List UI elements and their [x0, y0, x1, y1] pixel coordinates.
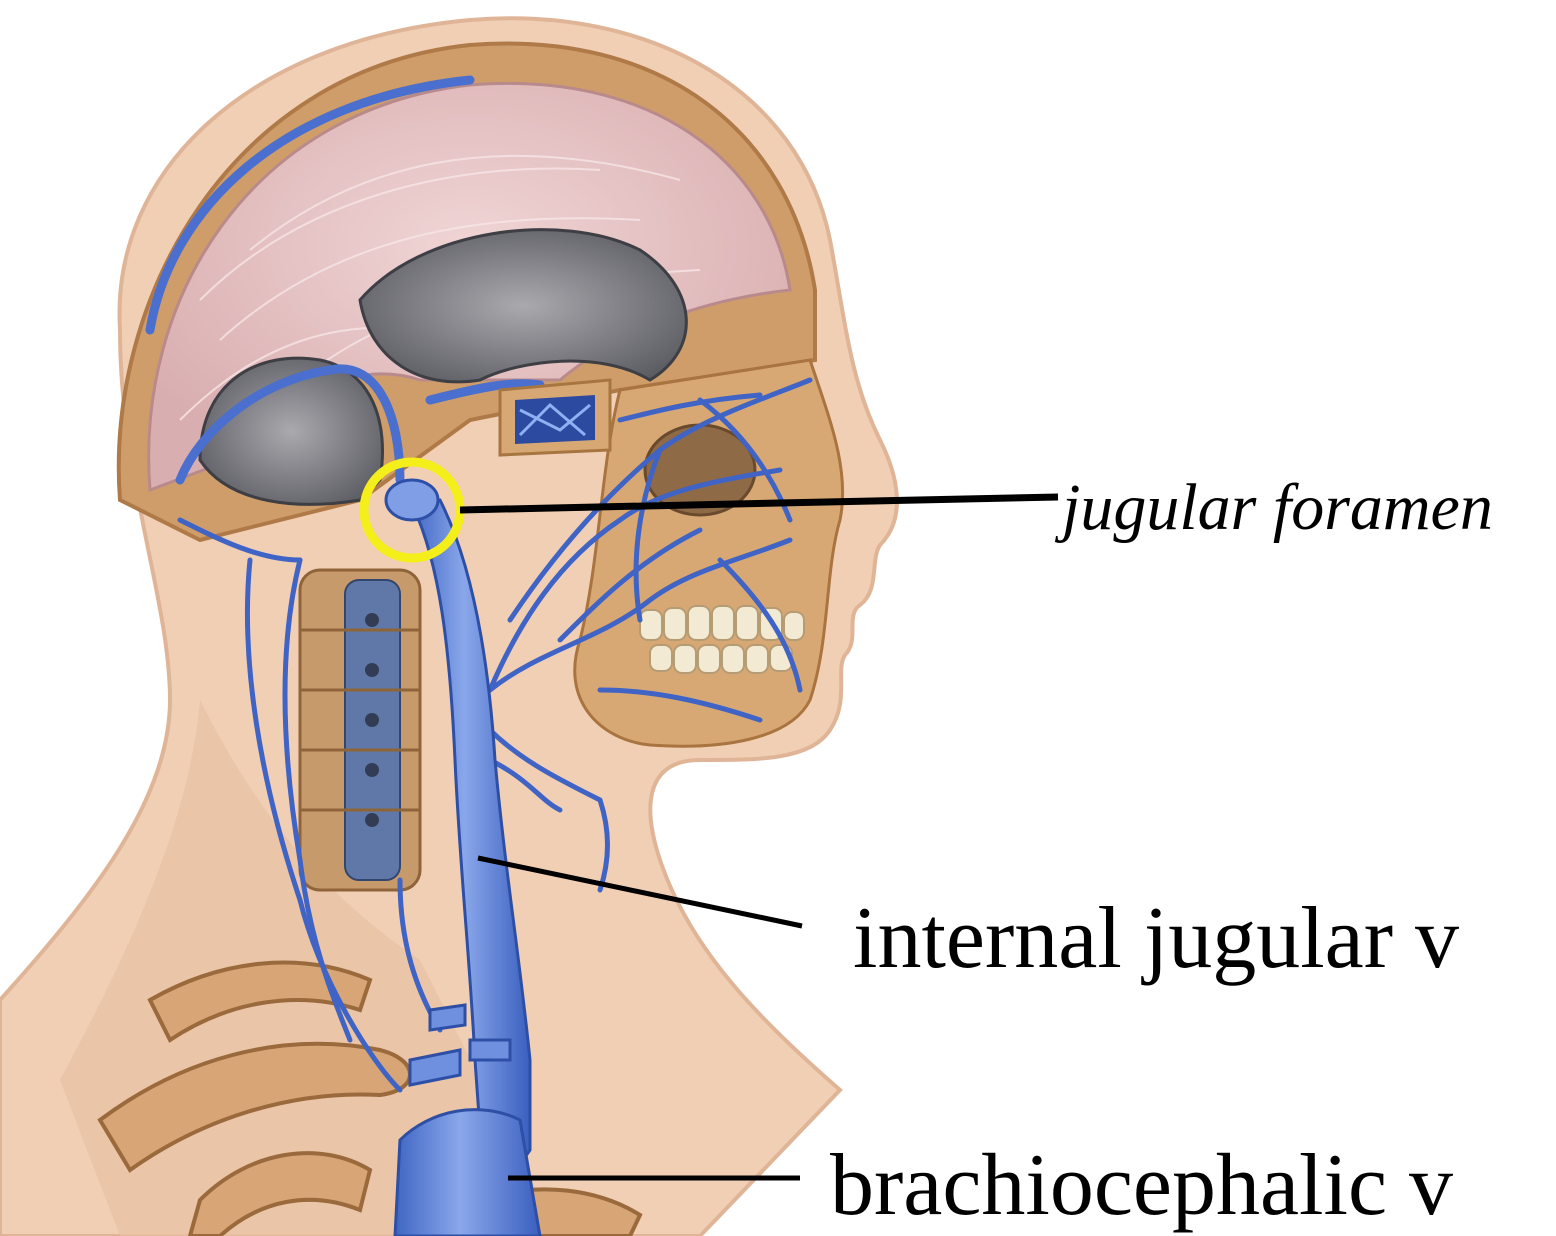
posterior-fossa — [198, 356, 384, 506]
label-jugular-foramen: jugular foramen — [1062, 471, 1493, 544]
label-brachiocephalic-vein: brachiocephalic v — [830, 1137, 1454, 1234]
leader-line-jugular-foramen — [459, 493, 1059, 514]
cranial-cavity-upper — [358, 228, 688, 384]
cervical-spine — [298, 568, 422, 892]
vein-stubs — [408, 1003, 512, 1087]
jugular-bulb — [384, 478, 440, 522]
label-internal-jugular-vein: internal jugular v — [853, 890, 1460, 987]
jugular-foramen-ring — [359, 457, 465, 563]
brachiocephalic-vein — [393, 1108, 542, 1236]
facial-veins — [177, 377, 813, 1093]
cavernous-sinus — [498, 378, 612, 457]
leader-line-internal-jugular — [477, 855, 803, 929]
dural-sinuses — [145, 75, 545, 485]
